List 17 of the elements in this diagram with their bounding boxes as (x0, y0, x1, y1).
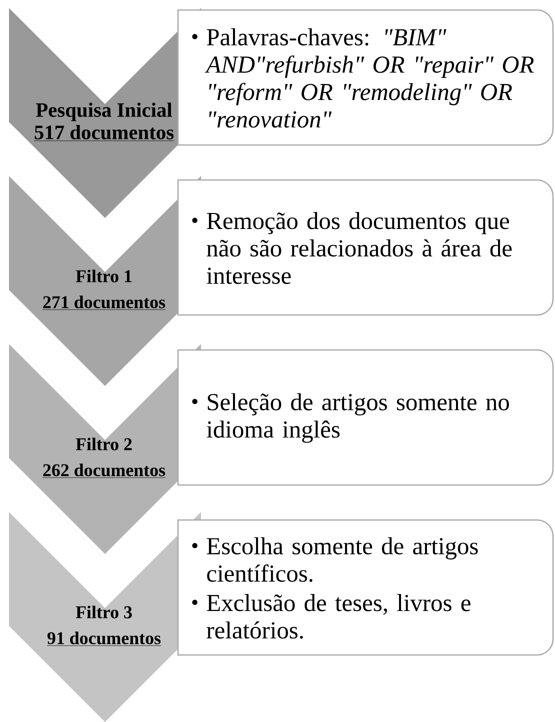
chevron-heading: Filtro 2 (76, 438, 132, 450)
rounded-box (177, 519, 554, 656)
rounded-box (177, 179, 554, 316)
document-count: 517 documentos (34, 125, 174, 141)
bullet-item: Palavras-chaves: "BIM" AND"refurbish" OR "repair" OR "reform" OR "remodeling" OR "renovation" (204, 28, 534, 128)
document-count: 91 documentos (46, 632, 162, 646)
bullet-item: Exclusão de teses, livros e relatórios. (206, 594, 470, 639)
chevron-heading: Pesquisa Inicial (36, 102, 172, 122)
rounded-box (177, 9, 554, 146)
chevron-heading: Filtro 3 (76, 606, 132, 618)
bullet-item: Escolha somente de artigos científicos. (206, 537, 478, 582)
bullet-item: Seleção de artigos somente no idioma inglês (206, 393, 509, 443)
rounded-box (177, 349, 554, 486)
document-count: 262 documentos (42, 464, 166, 478)
document-count: 271 documentos (42, 296, 166, 310)
bullet-item: Remoção dos documentos que não são relacionados à área de interesse (206, 212, 512, 284)
chevron-heading: Filtro 1 (76, 270, 132, 282)
